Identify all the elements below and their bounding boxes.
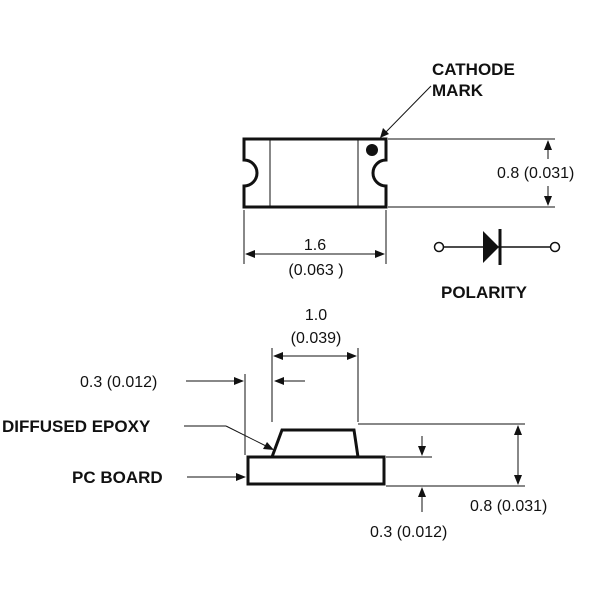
cathode-mark-label-line2: MARK bbox=[432, 81, 484, 100]
top-view bbox=[242, 85, 432, 209]
polarity-label: POLARITY bbox=[441, 283, 528, 302]
side-view bbox=[246, 428, 386, 486]
top-width-in: (0.063 ) bbox=[288, 262, 343, 279]
epoxy-width-dimension bbox=[271, 348, 359, 422]
top-height-value: 0.8 (0.031) bbox=[497, 165, 574, 182]
pc-board-leader bbox=[187, 473, 246, 481]
cathode-leader-line bbox=[383, 85, 432, 135]
epoxy-width-mm: 1.0 bbox=[305, 307, 327, 324]
polarity-diode-icon bbox=[433, 229, 561, 265]
pc-board-body bbox=[246, 455, 386, 486]
diffused-epoxy-label: DIFFUSED EPOXY bbox=[2, 417, 151, 436]
board-thickness-value: 0.3 (0.012) bbox=[370, 524, 447, 541]
cathode-mark-label-line1: CATHODE bbox=[432, 60, 515, 79]
board-thickness-dimension bbox=[386, 436, 432, 512]
side-offset-value: 0.3 (0.012) bbox=[80, 374, 157, 391]
epoxy-width-in: (0.039) bbox=[291, 330, 342, 347]
cathode-mark-dot bbox=[366, 144, 378, 156]
side-height-value: 0.8 (0.031) bbox=[470, 498, 547, 515]
side-offset-dimension bbox=[186, 374, 305, 455]
top-width-dimension bbox=[243, 210, 387, 264]
side-height-dimension bbox=[358, 423, 525, 487]
top-width-mm: 1.6 bbox=[304, 237, 326, 254]
top-height-dimension bbox=[388, 138, 555, 208]
pc-board-label: PC BOARD bbox=[72, 468, 163, 487]
cathode-leader-arrow bbox=[380, 128, 389, 138]
epoxy-dome bbox=[270, 428, 360, 458]
diffused-epoxy-leader bbox=[184, 425, 274, 450]
top-view-body bbox=[242, 137, 388, 209]
